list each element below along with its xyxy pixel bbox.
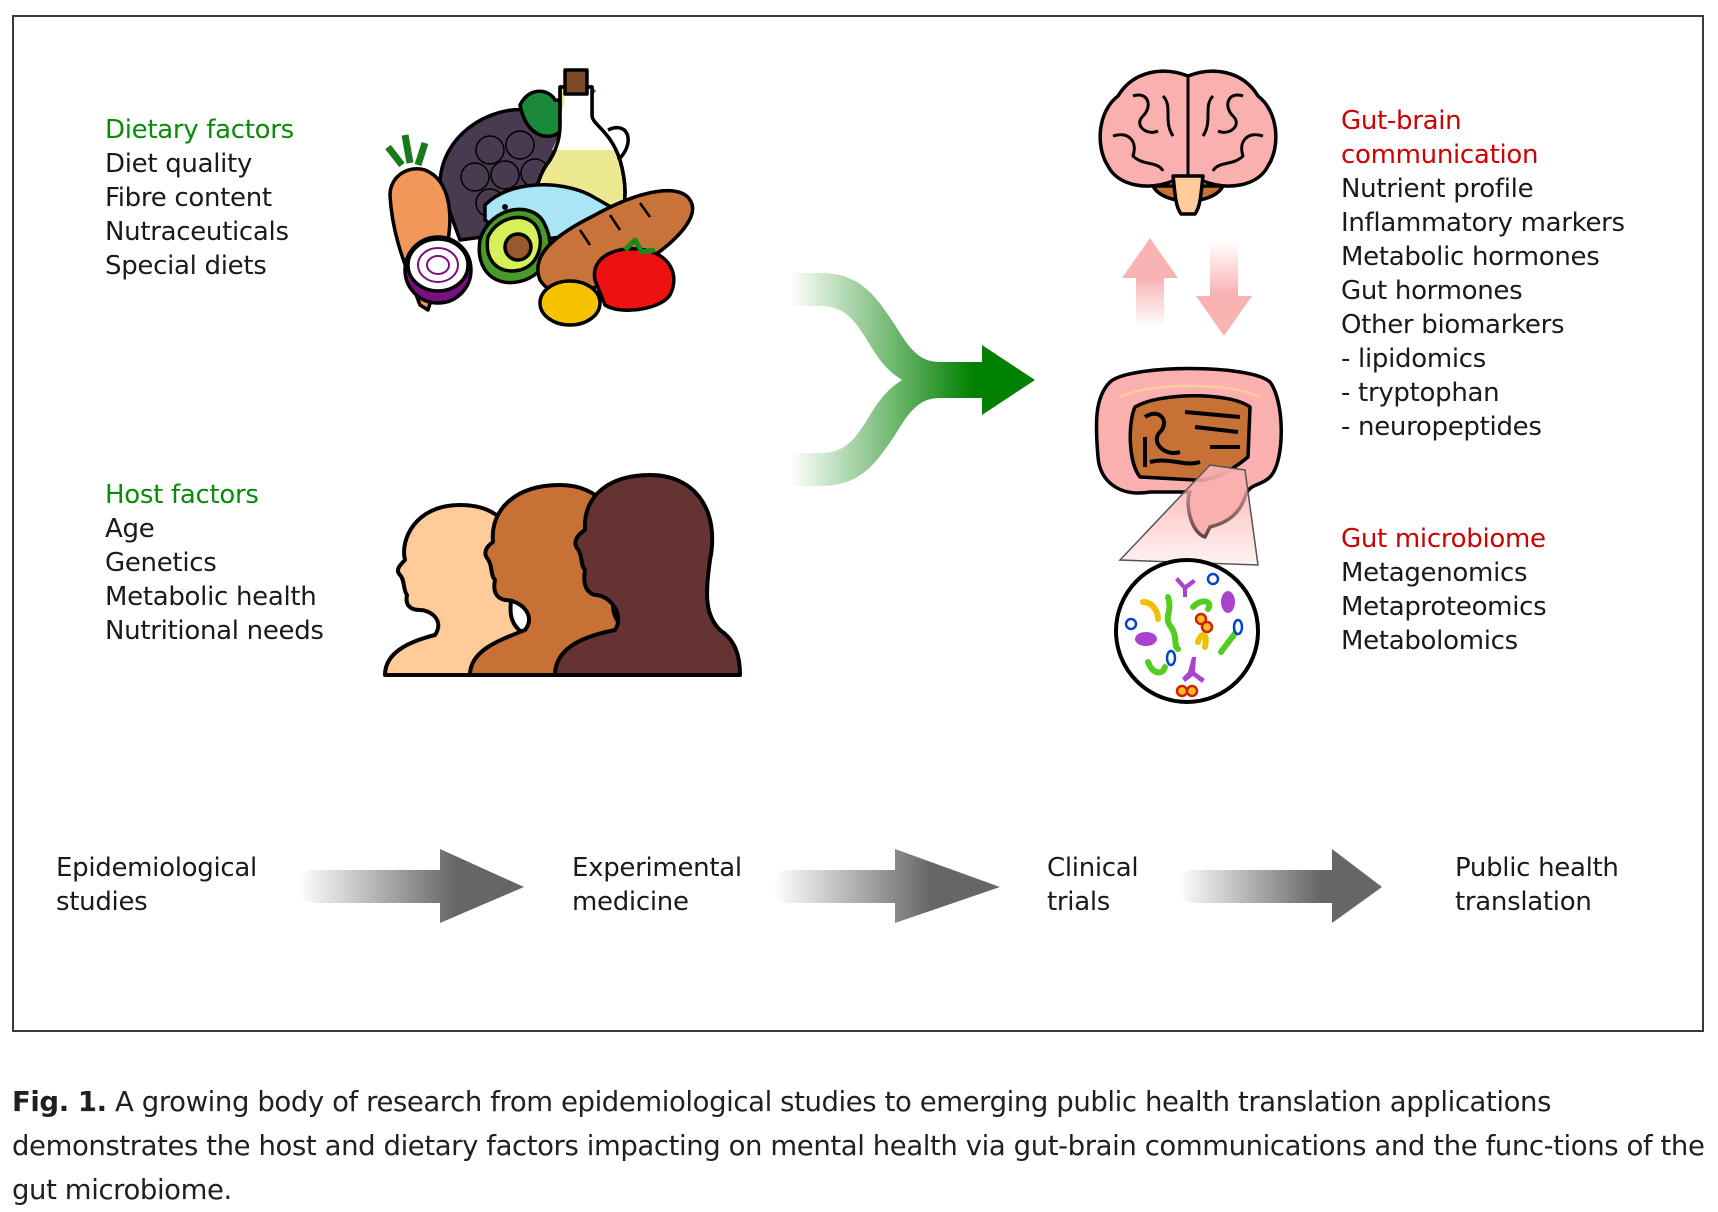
host-item: Age <box>105 514 155 544</box>
dietary-item: Special diets <box>105 251 267 281</box>
stage-label: Public health <box>1455 853 1619 883</box>
stage-clinical: Clinical trials <box>1047 851 1139 919</box>
gut-brain-item: Inflammatory markers <box>1341 208 1625 238</box>
host-item: Nutritional needs <box>105 616 324 646</box>
gut-brain-item: Nutrient profile <box>1341 174 1534 204</box>
dietary-item: Diet quality <box>105 149 253 179</box>
gut-brain-item: - neuropeptides <box>1341 412 1542 442</box>
dietary-factors-heading: Dietary factors <box>105 115 294 145</box>
stage-public-health: Public health translation <box>1455 851 1619 919</box>
host-factors-list: Host factors Age Genetics Metabolic heal… <box>105 478 324 648</box>
stage-label: studies <box>56 887 148 917</box>
caption-text: A growing body of research from epidemio… <box>12 1086 1705 1206</box>
stage-experimental: Experimental medicine <box>572 851 742 919</box>
host-item: Metabolic health <box>105 582 317 612</box>
arrow-epidemiological-to-experimental <box>298 849 524 923</box>
stage-label: Epidemiological <box>56 853 257 883</box>
stage-label: trials <box>1047 887 1111 917</box>
dietary-item: Fibre content <box>105 183 272 213</box>
brain-icon <box>1098 69 1278 216</box>
up-down-arrows-icon <box>1122 238 1252 336</box>
arrow-experimental-to-clinical <box>773 849 1000 923</box>
microbiome-item: Metaproteomics <box>1341 592 1547 622</box>
figure-frame <box>12 15 1704 1032</box>
gut-brain-list: Gut-brain communication Nutrient profile… <box>1341 104 1625 444</box>
microbiome-list: Gut microbiome Metagenomics Metaproteomi… <box>1341 522 1547 658</box>
microbes-icon <box>1114 558 1260 704</box>
gut-brain-heading: Gut-brain <box>1341 106 1462 136</box>
gut-brain-item: Other biomarkers <box>1341 310 1565 340</box>
people-silhouettes-icon <box>383 473 742 677</box>
gut-brain-item: Metabolic hormones <box>1341 242 1600 272</box>
microbiome-item: Metabolomics <box>1341 626 1518 656</box>
figure-label: Fig. 1. <box>12 1086 107 1118</box>
stage-label: translation <box>1455 887 1592 917</box>
stage-label: Clinical <box>1047 853 1139 883</box>
figure-caption: Fig. 1. A growing body of research from … <box>12 1080 1712 1212</box>
stage-label: medicine <box>572 887 689 917</box>
food-group-icon <box>385 68 695 327</box>
zoom-cone <box>1118 464 1259 566</box>
host-factors-heading: Host factors <box>105 480 259 510</box>
arrow-clinical-to-public-health <box>1178 849 1382 923</box>
microbiome-item: Metagenomics <box>1341 558 1528 588</box>
host-item: Genetics <box>105 548 217 578</box>
gut-brain-item: Gut hormones <box>1341 276 1523 306</box>
gut-brain-heading-cont: communication <box>1341 140 1539 170</box>
stage-label: Experimental <box>572 853 742 883</box>
microbiome-heading: Gut microbiome <box>1341 524 1546 554</box>
gut-brain-item: - lipidomics <box>1341 344 1487 374</box>
dietary-item: Nutraceuticals <box>105 217 289 247</box>
stage-epidemiological: Epidemiological studies <box>56 851 257 919</box>
gut-brain-item: - tryptophan <box>1341 378 1500 408</box>
dietary-factors-list: Dietary factors Diet quality Fibre conte… <box>105 113 294 283</box>
merge-arrow-icon <box>790 273 1035 486</box>
